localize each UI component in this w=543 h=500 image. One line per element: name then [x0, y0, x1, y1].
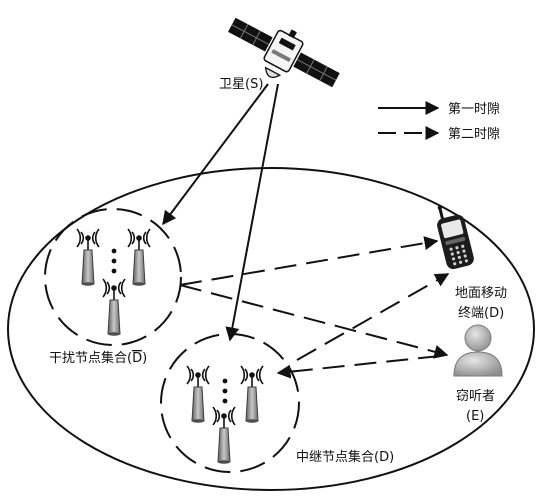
interference-node-1	[76, 228, 100, 287]
link-relay-to-eavesdropper	[276, 355, 441, 379]
relay-node-3	[212, 406, 236, 465]
interference-node-3	[102, 278, 126, 337]
legend-first-slot-label: 第一时隙	[448, 102, 500, 117]
link-sat-to-interference	[162, 83, 269, 226]
interference-set-label-suffix: )	[142, 351, 147, 366]
mobile-label-line1: 地面移动	[455, 286, 507, 301]
mobile-terminal-icon	[437, 205, 474, 270]
link-interference-to-eavesdropper	[179, 284, 449, 359]
mobile-label-line2: 终端(D)	[458, 305, 504, 321]
relay-node-2	[240, 365, 264, 424]
eavesdropper-label-line2: (E)	[466, 409, 484, 424]
eavesdropper-label-line1: 窃听者	[456, 388, 495, 404]
legend: 第一时隙 第二时隙	[378, 101, 500, 142]
legend-second-slot-label: 第二时隙	[448, 127, 500, 142]
link-sat-to-relay	[225, 83, 279, 342]
ground-region	[7, 167, 535, 491]
interference-set-label-prefix: 干扰节点集合(	[49, 350, 132, 366]
interference-set-label: 干扰节点集合(D)	[49, 350, 147, 366]
satellite-icon	[228, 17, 340, 88]
interference-set-label-symbol: D	[132, 351, 142, 366]
satellite-label: 卫星(S)	[219, 77, 263, 92]
relay-ellipsis-dots	[222, 378, 228, 404]
interference-set-boundary	[44, 208, 182, 346]
relay-node-1	[186, 365, 210, 424]
relay-set-boundary	[160, 333, 300, 473]
eavesdropper-icon	[453, 324, 503, 377]
relay-set-label: 中继节点集合(D)	[296, 449, 394, 465]
link-relay-to-mobile	[296, 273, 450, 361]
interference-ellipsis-dots	[111, 248, 117, 274]
link-interference-to-mobile	[179, 236, 439, 286]
interference-node-2	[127, 228, 151, 287]
